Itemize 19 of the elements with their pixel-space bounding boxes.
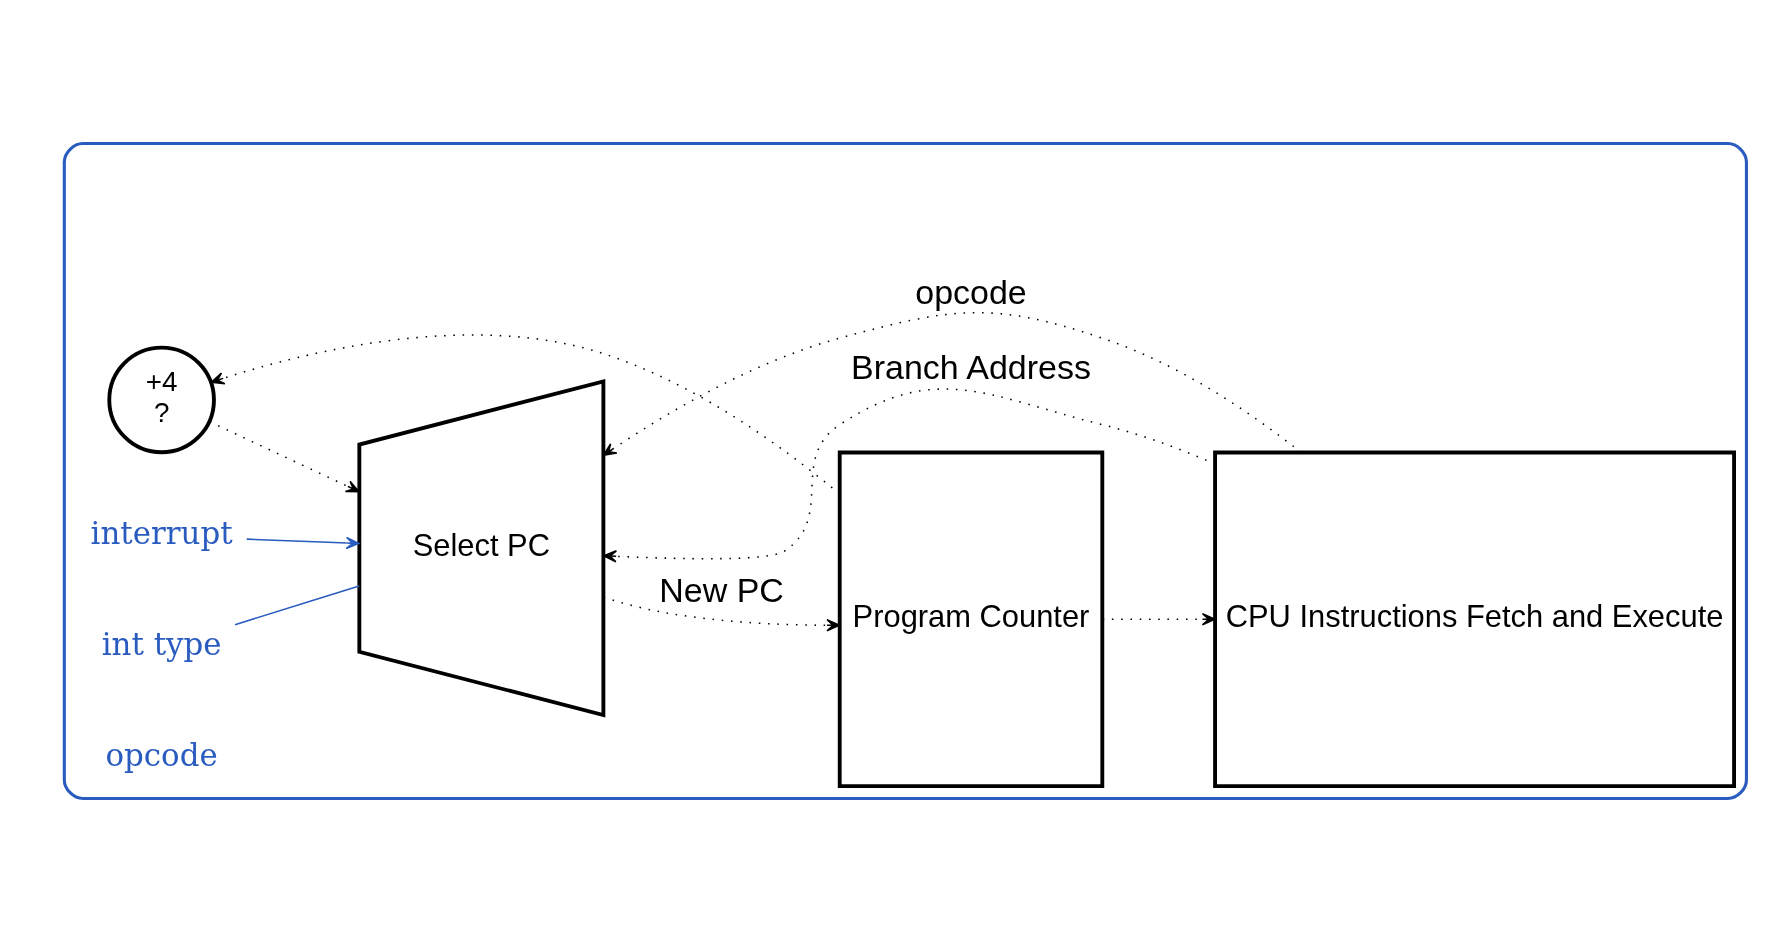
cluster (62, 141, 1748, 800)
node-box: Select PC (357, 378, 606, 718)
node-text: interrupt (90, 514, 233, 551)
edge-label: New PC (659, 570, 784, 609)
arrow (209, 420, 360, 492)
connector (234, 584, 360, 625)
arrow (602, 311, 1302, 456)
arrow (603, 387, 1216, 563)
arrow (210, 333, 841, 494)
node-text: int type (101, 625, 222, 662)
edge-label: opcode (915, 272, 1027, 311)
arrow (1101, 612, 1216, 626)
node-box: Program Counter (837, 450, 1105, 788)
edge-label: Branch Address (851, 347, 1091, 386)
arrow (246, 536, 360, 549)
node-box: CPU Instructions Fetch and Execute (1213, 450, 1736, 788)
node-circle: +4 ? (107, 345, 216, 454)
arrow (602, 596, 841, 632)
label: opcode (105, 736, 218, 773)
